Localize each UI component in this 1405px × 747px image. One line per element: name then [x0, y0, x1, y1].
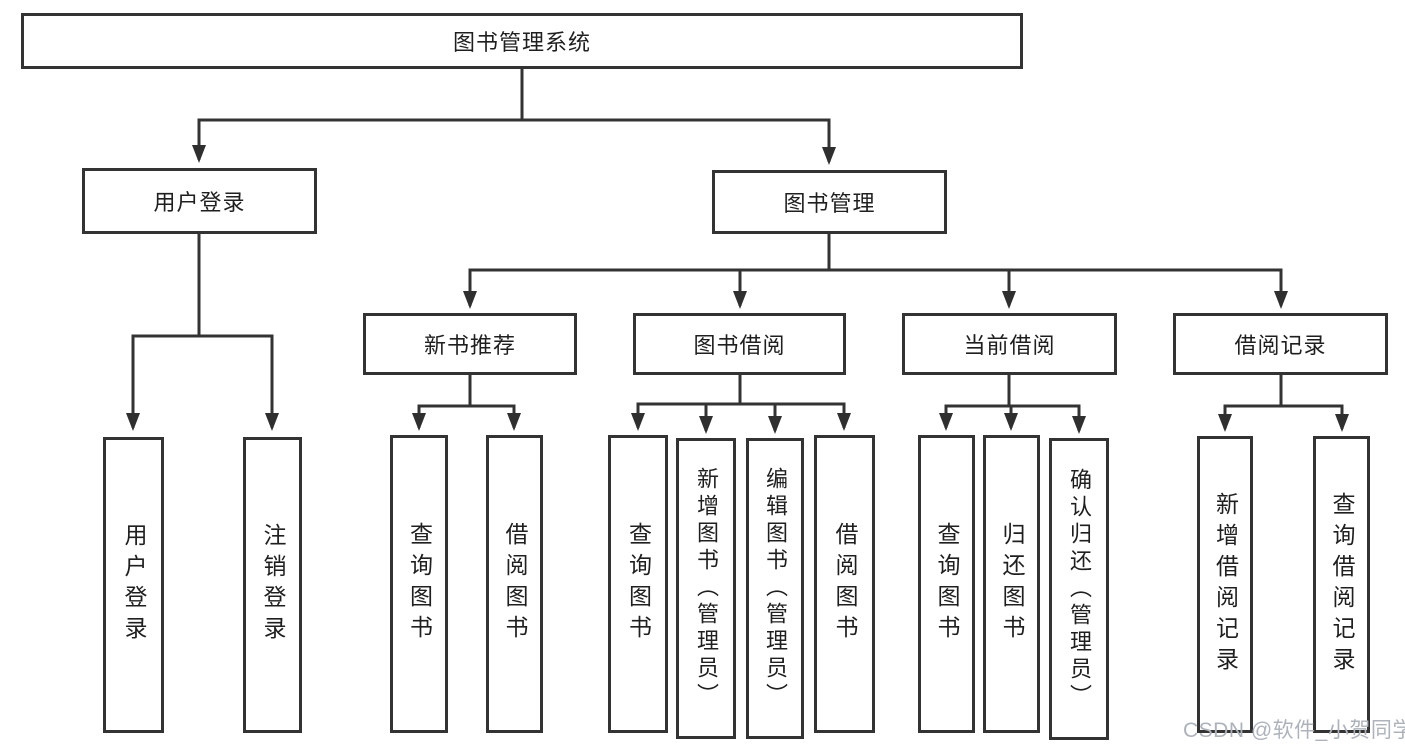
leaf-logout-label: 注销登录	[260, 523, 286, 647]
leaf-edit-book-admin: 编辑图书（管理员）	[746, 438, 804, 739]
leaf-query-borrow-record-label: 查询借阅记录	[1329, 491, 1355, 678]
node-user-login-label: 用户登录	[153, 190, 246, 215]
leaf-logout: 注销登录	[243, 437, 302, 733]
leaf-query-book-current-label: 查询图书	[934, 522, 960, 646]
node-new-book-recommend-label: 新书推荐	[423, 333, 516, 358]
node-user-login: 用户登录	[82, 168, 317, 234]
node-book-borrow: 图书借阅	[633, 313, 846, 375]
leaf-query-book-recommend-label: 查询图书	[406, 522, 433, 646]
leaf-add-borrow-record: 新增借阅记录	[1197, 436, 1253, 733]
leaf-add-book-admin: 新增图书（管理员）	[676, 438, 736, 739]
node-current-borrow-label: 当前借阅	[963, 333, 1056, 358]
leaf-edit-book-admin-label: 编辑图书（管理员）	[763, 467, 788, 710]
leaf-borrow-book-label: 借阅图书	[832, 522, 858, 646]
node-book-management: 图书管理	[712, 170, 947, 234]
leaf-query-book-borrow: 查询图书	[608, 435, 668, 733]
node-book-management-label: 图书管理	[783, 191, 876, 216]
node-root: 图书管理系统	[21, 13, 1023, 69]
leaf-return-book: 归还图书	[983, 435, 1040, 733]
leaf-user-login-label: 用户登录	[121, 523, 147, 647]
node-borrow-records-label: 借阅记录	[1234, 333, 1327, 358]
leaf-borrow-book-recommend: 借阅图书	[486, 435, 543, 733]
leaf-query-book-recommend: 查询图书	[390, 435, 448, 733]
node-root-label: 图书管理系统	[452, 30, 591, 55]
leaf-add-book-admin-label: 新增图书（管理员）	[694, 467, 719, 710]
leaf-user-login: 用户登录	[103, 437, 164, 733]
leaf-borrow-book-recommend-label: 借阅图书	[502, 522, 528, 646]
node-borrow-records: 借阅记录	[1173, 313, 1388, 375]
leaf-confirm-return-admin: 确认归还（管理员）	[1049, 438, 1109, 740]
leaf-query-book-current: 查询图书	[918, 435, 975, 733]
leaf-query-book-borrow-label: 查询图书	[625, 522, 652, 646]
leaf-return-book-label: 归还图书	[999, 522, 1025, 646]
node-current-borrow: 当前借阅	[902, 313, 1117, 375]
leaf-borrow-book: 借阅图书	[814, 435, 875, 733]
leaf-confirm-return-admin-label: 确认归还（管理员）	[1067, 467, 1092, 711]
node-new-book-recommend: 新书推荐	[363, 313, 577, 375]
csdn-watermark: CSDN @软件_小贺同学	[1183, 719, 1405, 742]
node-book-borrow-label: 图书借阅	[693, 333, 786, 358]
leaf-query-borrow-record: 查询借阅记录	[1313, 436, 1370, 733]
leaf-add-borrow-record-label: 新增借阅记录	[1212, 491, 1239, 678]
connector-lines	[126, 68, 1349, 434]
